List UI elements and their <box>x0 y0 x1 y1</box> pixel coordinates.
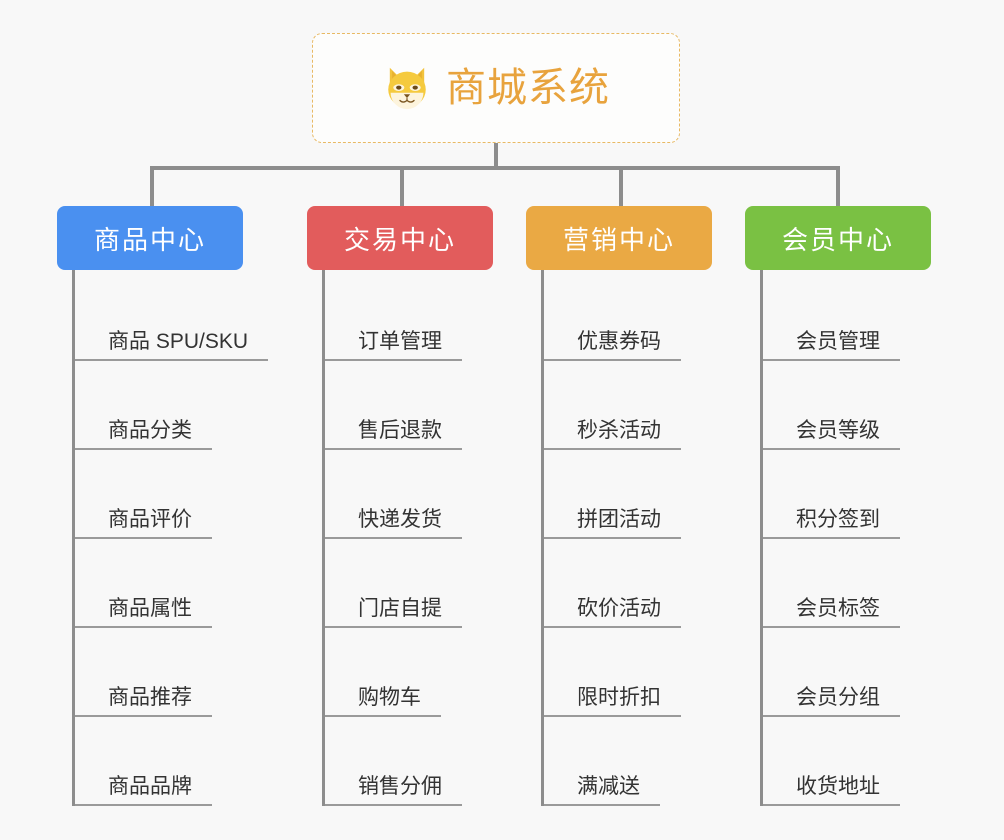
list-item[interactable]: 拼团活动 <box>544 450 736 539</box>
connector-drop-2 <box>400 166 404 208</box>
leaf-list-3: 优惠券码 秒杀活动 拼团活动 砍价活动 限时折扣 满减送 <box>541 270 736 806</box>
root-node[interactable]: 商城系统 <box>312 33 680 143</box>
leaf-label: 会员等级 <box>763 419 900 450</box>
leaf-label: 商品品牌 <box>75 775 212 806</box>
leaf-label: 商品评价 <box>75 508 212 539</box>
leaf-list-2: 订单管理 售后退款 快递发货 门店自提 购物车 销售分佣 <box>322 270 517 806</box>
list-item[interactable]: 门店自提 <box>325 539 517 628</box>
leaf-label: 售后退款 <box>325 419 462 450</box>
leaf-label: 满减送 <box>544 775 660 806</box>
connector-root-stem <box>494 143 498 169</box>
list-item[interactable]: 优惠券码 <box>544 272 736 361</box>
leaf-label: 商品 SPU/SKU <box>75 330 269 361</box>
leaf-label: 会员标签 <box>763 597 900 628</box>
root-title: 商城系统 <box>446 66 610 110</box>
category-header-2[interactable]: 交易中心 <box>307 206 493 270</box>
category-label-2: 交易中心 <box>343 224 456 255</box>
list-item[interactable]: 售后退款 <box>325 361 517 450</box>
list-item[interactable]: 会员等级 <box>763 361 955 450</box>
leaf-label: 商品属性 <box>75 597 212 628</box>
leaf-label: 积分签到 <box>763 508 900 539</box>
leaf-label: 砍价活动 <box>544 597 681 628</box>
list-item[interactable]: 商品分类 <box>75 361 267 450</box>
category-column-4: 会员中心 会员管理 会员等级 积分签到 会员标签 会员分组 收货地址 <box>745 206 955 806</box>
leaf-label: 会员管理 <box>763 330 900 361</box>
leaf-label: 商品推荐 <box>75 686 212 717</box>
leaf-label: 门店自提 <box>325 597 462 628</box>
leaf-label: 会员分组 <box>763 686 900 717</box>
list-item[interactable]: 收货地址 <box>763 717 955 806</box>
list-item[interactable]: 会员标签 <box>763 539 955 628</box>
leaf-label: 拼团活动 <box>544 508 681 539</box>
category-header-3[interactable]: 营销中心 <box>526 206 712 270</box>
category-column-1: 商品中心 商品 SPU/SKU 商品分类 商品评价 商品属性 商品推荐 商品品牌 <box>57 206 269 806</box>
leaf-label: 销售分佣 <box>325 775 462 806</box>
list-item[interactable]: 订单管理 <box>325 272 517 361</box>
leaf-label: 购物车 <box>325 686 441 717</box>
leaf-label: 优惠券码 <box>544 330 681 361</box>
leaf-list-1: 商品 SPU/SKU 商品分类 商品评价 商品属性 商品推荐 商品品牌 <box>72 270 269 806</box>
shiba-dog-icon <box>388 67 426 110</box>
leaf-label: 商品分类 <box>75 419 212 450</box>
leaf-list-4: 会员管理 会员等级 积分签到 会员标签 会员分组 收货地址 <box>760 270 955 806</box>
leaf-label: 限时折扣 <box>544 686 681 717</box>
list-item[interactable]: 销售分佣 <box>325 717 517 806</box>
connector-horizontal-bus <box>150 166 840 170</box>
list-item[interactable]: 砍价活动 <box>544 539 736 628</box>
list-item[interactable]: 限时折扣 <box>544 628 736 717</box>
list-item[interactable]: 快递发货 <box>325 450 517 539</box>
list-item[interactable]: 商品品牌 <box>75 717 267 806</box>
leaf-label: 快递发货 <box>325 508 462 539</box>
list-item[interactable]: 积分签到 <box>763 450 955 539</box>
list-item[interactable]: 商品 SPU/SKU <box>75 272 269 361</box>
category-header-4[interactable]: 会员中心 <box>745 206 931 270</box>
category-column-3: 营销中心 优惠券码 秒杀活动 拼团活动 砍价活动 限时折扣 满减送 <box>526 206 736 806</box>
leaf-label: 收货地址 <box>763 775 900 806</box>
category-label-3: 营销中心 <box>562 224 675 255</box>
list-item[interactable]: 商品属性 <box>75 539 267 628</box>
category-header-1[interactable]: 商品中心 <box>57 206 243 270</box>
category-column-2: 交易中心 订单管理 售后退款 快递发货 门店自提 购物车 销售分佣 <box>307 206 517 806</box>
list-item[interactable]: 满减送 <box>544 717 736 806</box>
category-label-4: 会员中心 <box>781 224 894 255</box>
list-item[interactable]: 购物车 <box>325 628 517 717</box>
list-item[interactable]: 会员分组 <box>763 628 955 717</box>
list-item[interactable]: 会员管理 <box>763 272 955 361</box>
connector-drop-4 <box>836 166 840 208</box>
list-item[interactable]: 秒杀活动 <box>544 361 736 450</box>
connector-drop-3 <box>619 166 623 208</box>
list-item[interactable]: 商品推荐 <box>75 628 267 717</box>
category-label-1: 商品中心 <box>93 224 206 255</box>
leaf-label: 秒杀活动 <box>544 419 681 450</box>
list-item[interactable]: 商品评价 <box>75 450 267 539</box>
connector-drop-1 <box>150 166 154 208</box>
leaf-label: 订单管理 <box>325 330 462 361</box>
